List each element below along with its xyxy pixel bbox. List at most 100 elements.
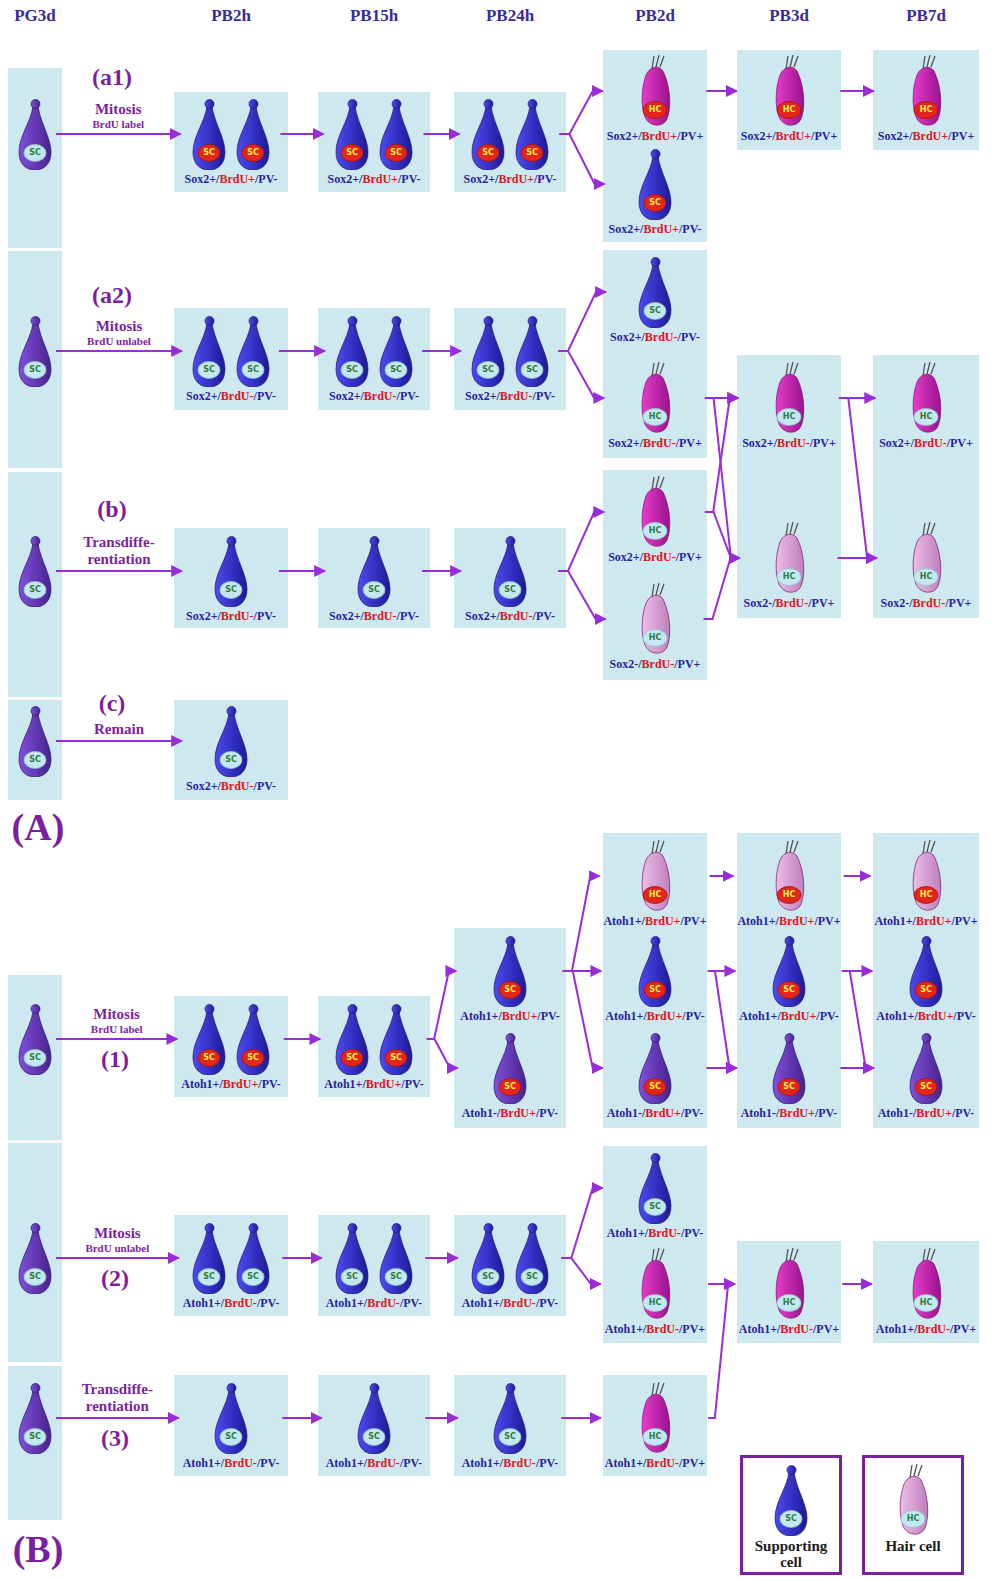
cell-body: SC — [354, 535, 394, 607]
cell-type-label: HC — [904, 1296, 948, 1310]
panel-ground — [454, 528, 566, 628]
hair-cell: HC Sox2-/BrdU-/PV+ — [879, 522, 974, 610]
cell-type-label: SC — [15, 1051, 55, 1065]
cell-type-label: SC — [233, 1270, 273, 1284]
hair-cell: HCAtoh1+/BrdU+/PV+ — [601, 840, 708, 928]
panel-ground — [454, 1375, 566, 1476]
cell-body: SC — [376, 1003, 416, 1075]
supporting-cell-shape — [189, 98, 229, 170]
hair-cell: HCAtoh1+/BrdU+/PV+ — [735, 840, 842, 928]
edge-label: Transdiffe- rentiation — [82, 1381, 153, 1414]
panel-tag: (c) — [99, 690, 126, 718]
cell-body: SC — [233, 315, 273, 387]
supporting-cell: SCAtoh1+/BrdU+/PV- — [874, 935, 978, 1023]
supporting-cell-shape — [332, 1003, 372, 1075]
marker-label: Atoh1+/BrdU+/PV+ — [872, 914, 979, 928]
supporting-cell: SC — [233, 98, 273, 170]
supporting-cell: SC — [468, 1222, 508, 1294]
arrow-connector — [558, 351, 604, 398]
supporting-cell-shape — [490, 1382, 530, 1454]
cell-body: SC — [512, 315, 552, 387]
cell-type-label: SC — [512, 1270, 552, 1284]
arrow-connector — [559, 91, 602, 134]
hair-cell-shape — [633, 362, 677, 434]
cell-type-label: SC — [512, 146, 552, 160]
hair-cell: HC Atoh1+/BrdU-/PV+ — [603, 1248, 707, 1336]
arrow-connector — [284, 1038, 321, 1040]
arrow-connector — [842, 971, 874, 1068]
supporting-cell: SCSox2+/BrdU-/PV- — [184, 705, 278, 793]
cell-body: HC — [633, 583, 677, 655]
cell-type-label: SC — [15, 583, 55, 597]
cell-type-label: HC — [633, 524, 677, 538]
cell-type-label: SC — [906, 983, 946, 997]
supporting-cell: SCSox2+/BrdU-/PV- — [184, 535, 278, 623]
marker-label: Sox2+/BrdU+/PV- — [326, 172, 423, 186]
cell-type-label: SC — [468, 363, 508, 377]
cell-body: SC — [769, 1032, 809, 1104]
panel-ground — [454, 92, 566, 192]
supporting-cell: SCAtoh1+/BrdU+/PV- — [458, 935, 562, 1023]
cell-body: SC — [15, 1382, 55, 1454]
arrow-connector — [706, 1067, 736, 1069]
supporting-cell: SC — [233, 1003, 273, 1075]
panel-tag: (B) — [13, 1528, 64, 1572]
hair-cell: HCSox2-/BrdU-/PV+ — [742, 522, 837, 610]
supporting-cell-shape — [354, 1382, 394, 1454]
supporting-cell-shape — [512, 315, 552, 387]
cell-body: SC — [211, 1382, 251, 1454]
marker-label: Atoh1-/BrdU+/PV- — [605, 1106, 706, 1120]
cell-body: SC — [906, 935, 946, 1007]
cell-type-label: SC — [332, 363, 372, 377]
panel-tag: (A) — [12, 806, 65, 850]
hair-cell-shape — [633, 55, 677, 127]
cell-row: SC SC — [463, 315, 557, 387]
arrow-connector — [842, 1283, 872, 1285]
arrow-connector — [706, 90, 736, 92]
cell-body: SC — [332, 315, 372, 387]
cell-body: HC — [633, 476, 677, 548]
cell-body: SC — [332, 1222, 372, 1294]
panel-ground — [454, 928, 566, 1128]
cell-group: SCSCAtoh1+/BrdU-/PV- — [460, 1222, 561, 1310]
arrow-connector — [56, 1038, 177, 1040]
supporting-cell: SCAtoh1+/BrdU-/PV- — [460, 1382, 561, 1470]
cell-group: SCSCAtoh1+/BrdU+/PV- — [179, 1003, 283, 1091]
cell-group: SCSCAtoh1+/BrdU-/PV- — [324, 1222, 425, 1310]
supporting-cell-shape — [15, 705, 55, 777]
supporting-cell-shape — [635, 935, 675, 1007]
hair-cell-shape — [633, 583, 677, 655]
arrow-connector — [708, 1284, 735, 1418]
cell-body: SC — [490, 535, 530, 607]
marker-label: Sox2+/BrdU-/PV+ — [606, 550, 704, 564]
cell-type-label: SC — [332, 1051, 372, 1065]
cell-body: SC — [15, 98, 55, 170]
panel-ground — [8, 700, 62, 800]
marker-label: Sox2-/BrdU-/PV+ — [879, 596, 974, 610]
panel-tag: (a1) — [92, 64, 132, 92]
supporting-cell: SCAtoh1+/BrdU-/PV- — [324, 1382, 425, 1470]
arrow-connector — [282, 1417, 321, 1419]
panel-ground — [318, 996, 430, 1097]
cell-type-label: SC — [490, 583, 530, 597]
supporting-cell-shape — [211, 1382, 251, 1454]
cell-body: HC — [904, 840, 948, 912]
cell-type-label: HC — [891, 1512, 935, 1526]
marker-label: Atoh1+/BrdU-/PV+ — [737, 1322, 841, 1336]
supporting-cell-shape — [512, 1222, 552, 1294]
cell-type-label: SC — [635, 304, 675, 318]
cell-body: HC — [767, 55, 811, 127]
panel-ground — [603, 250, 707, 458]
supporting-cell-shape — [468, 1222, 508, 1294]
supporting-cell-shape — [635, 1152, 675, 1224]
cell-body: HC — [633, 1248, 677, 1320]
cell-body: HC — [767, 1248, 811, 1320]
panel-ground — [174, 528, 288, 628]
cell-type-label: HC — [904, 570, 948, 584]
supporting-cell-shape — [233, 98, 273, 170]
arrow-connector — [703, 558, 739, 619]
marker-label: Atoh1+/BrdU-/PV+ — [603, 1322, 707, 1336]
marker-label: Atoh1+/BrdU-/PV- — [460, 1456, 561, 1470]
cell-type-label: SC — [15, 1430, 55, 1444]
hair-cell-shape — [904, 362, 948, 434]
